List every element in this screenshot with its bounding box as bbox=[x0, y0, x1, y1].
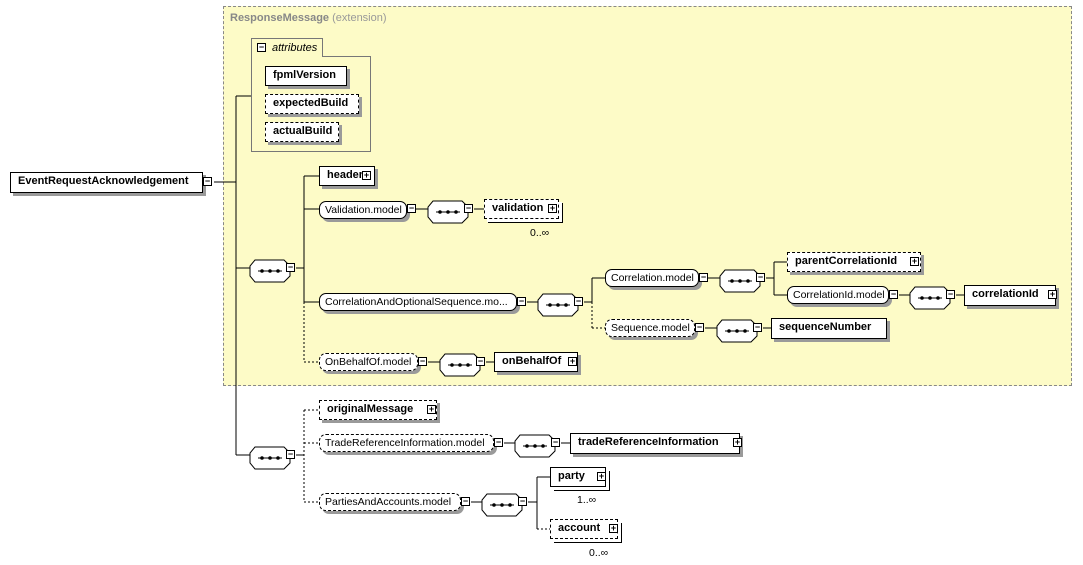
collapse-icon[interactable]: − bbox=[518, 496, 527, 506]
collapse-icon[interactable]: − bbox=[517, 296, 526, 306]
attribute-fpmlversion[interactable]: fpmlVersion bbox=[265, 66, 347, 86]
expand-icon[interactable]: + bbox=[609, 523, 618, 533]
collapse-icon[interactable]: − bbox=[494, 437, 503, 447]
root-element[interactable]: EventRequestAcknowledgement bbox=[10, 172, 203, 193]
attribute-expectedbuild[interactable]: expectedBuild bbox=[265, 94, 359, 114]
collapse-icon[interactable]: − bbox=[461, 496, 470, 506]
expand-icon[interactable]: + bbox=[910, 256, 919, 266]
element-original-message[interactable]: originalMessage bbox=[319, 400, 437, 420]
group-correlation-model[interactable]: Correlation.model bbox=[605, 269, 699, 287]
collapse-icon[interactable]: − bbox=[699, 272, 708, 282]
element-header[interactable]: header bbox=[319, 166, 375, 186]
collapse-icon[interactable]: − bbox=[286, 449, 295, 459]
collapse-icon[interactable]: − bbox=[418, 356, 427, 366]
element-party[interactable]: party bbox=[550, 467, 606, 487]
sequence-dots bbox=[258, 210, 942, 507]
group-sequence-model[interactable]: Sequence.model bbox=[605, 319, 695, 337]
collapse-icon[interactable]: − bbox=[203, 176, 212, 186]
collapse-icon[interactable]: − bbox=[756, 272, 765, 282]
group-validation-model[interactable]: Validation.model bbox=[319, 201, 407, 219]
group-parties-accounts-model[interactable]: PartiesAndAccounts.model bbox=[319, 493, 461, 511]
group-correlation-sequence-model[interactable]: CorrelationAndOptionalSequence.mo... bbox=[319, 293, 517, 311]
cardinality-label: 0..∞ bbox=[530, 227, 550, 239]
element-sequence-number[interactable]: sequenceNumber bbox=[771, 318, 887, 339]
element-on-behalf-of[interactable]: onBehalfOf bbox=[494, 352, 578, 372]
collapse-icon[interactable]: − bbox=[464, 203, 473, 213]
extension-title: ResponseMessage (extension) bbox=[230, 12, 387, 24]
expand-icon[interactable]: + bbox=[568, 356, 577, 366]
expand-icon[interactable]: + bbox=[1048, 289, 1057, 299]
expand-icon[interactable]: + bbox=[597, 471, 606, 481]
attribute-actualbuild[interactable]: actualBuild bbox=[265, 122, 339, 142]
collapse-icon[interactable]: − bbox=[753, 322, 762, 332]
cardinality-label: 0..∞ bbox=[589, 547, 609, 559]
collapse-icon[interactable]: − bbox=[257, 42, 266, 52]
collapse-icon[interactable]: − bbox=[574, 296, 583, 306]
collapse-icon[interactable]: − bbox=[407, 203, 416, 213]
group-trade-reference-model[interactable]: TradeReferenceInformation.model bbox=[319, 434, 494, 452]
collapse-icon[interactable]: − bbox=[476, 356, 485, 366]
element-account[interactable]: account bbox=[550, 519, 618, 539]
collapse-icon[interactable]: − bbox=[286, 262, 295, 272]
element-validation[interactable]: validation bbox=[484, 199, 559, 219]
collapse-icon[interactable]: − bbox=[551, 437, 560, 447]
collapse-icon[interactable]: − bbox=[695, 322, 704, 332]
attributes-tab[interactable]: attributes bbox=[251, 38, 323, 57]
group-correlation-id-model[interactable]: CorrelationId.model bbox=[787, 286, 889, 304]
expand-icon[interactable]: + bbox=[733, 437, 742, 447]
collapse-icon[interactable]: − bbox=[946, 289, 955, 299]
group-on-behalf-of-model[interactable]: OnBehalfOf.model bbox=[319, 353, 418, 371]
element-parent-correlation-id[interactable]: parentCorrelationId bbox=[787, 252, 921, 272]
expand-icon[interactable]: + bbox=[548, 203, 557, 213]
element-trade-reference-information[interactable]: tradeReferenceInformation bbox=[570, 433, 740, 454]
collapse-icon[interactable]: − bbox=[889, 289, 898, 299]
cardinality-label: 1..∞ bbox=[577, 494, 597, 506]
element-correlation-id[interactable]: correlationId bbox=[964, 285, 1056, 306]
expand-icon[interactable]: + bbox=[362, 170, 371, 180]
expand-icon[interactable]: + bbox=[427, 404, 436, 414]
